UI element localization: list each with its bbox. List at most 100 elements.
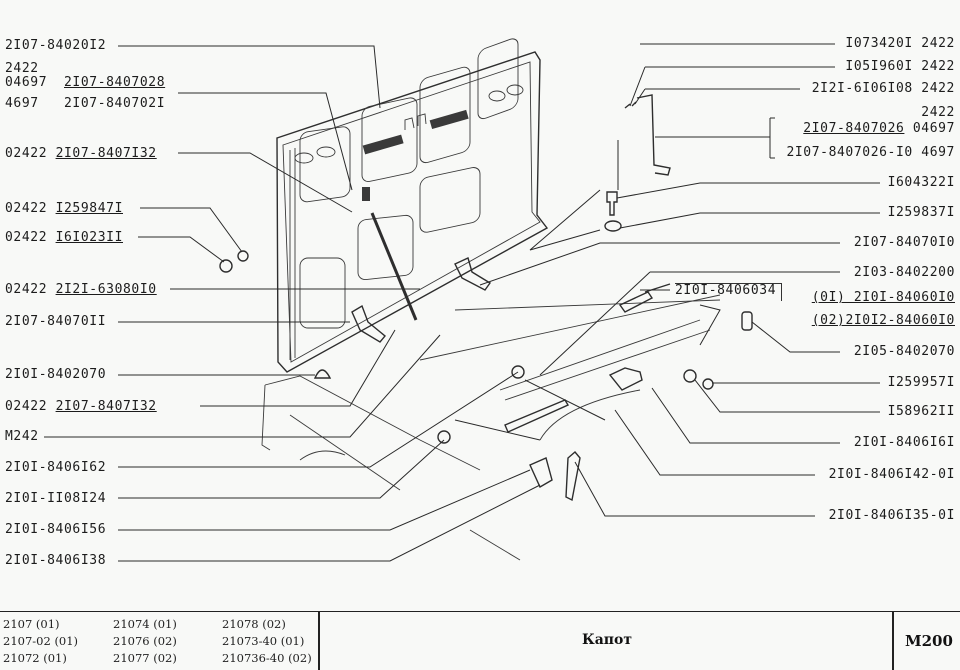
part-number-superseded: I6I023II (55, 230, 123, 245)
catalog-code: 2422 (5, 61, 39, 76)
part-label: 2I0I-8406I56 (5, 523, 106, 537)
latch-assembly (219, 250, 753, 502)
model-code: 21074 (01) (113, 617, 177, 631)
catalog-code: 02422 (5, 201, 48, 216)
part-number: 2I0I-8406I35-0I (828, 508, 955, 523)
model-code: 2107-02 (01) (3, 634, 79, 648)
catalog-code: 02422 (5, 230, 48, 245)
part-number: 2I05-8402070 (853, 344, 955, 359)
model-code: 210736-40 (02) (222, 651, 312, 665)
part-label: I259957I (888, 376, 955, 390)
catalog-code: 02422 (5, 399, 48, 414)
part-label: (02)2I0I2-84060I0 (812, 314, 955, 328)
part-label: 02422 2I2I-63080I0 (5, 283, 157, 297)
leader-lines-right (454, 43, 880, 517)
part-label: 2I07-84020I2 (5, 39, 106, 53)
part-label: 02422 I259847I (5, 202, 123, 216)
section-title: Капот (582, 632, 633, 648)
part-label: 2I05-8402070 (854, 345, 955, 359)
part-number: 2I0I-8406I56 (5, 522, 107, 537)
part-number-superseded: 2I07-8407028 (64, 75, 166, 90)
part-label: I259837I (888, 206, 955, 220)
footer-divider (318, 612, 320, 670)
prop-rod (624, 94, 671, 176)
part-number-superseded: 2I07-8407I32 (55, 146, 157, 161)
part-number: 2I0I-8406034 (675, 283, 777, 298)
part-label: 2I07-8407026 04697 (803, 122, 955, 136)
part-label: 04697 2I07-8407028 (5, 76, 165, 90)
part-number: (02)2I0I2-84060I0 (811, 313, 955, 328)
footer-divider (892, 612, 894, 670)
model-code: 21078 (02) (222, 617, 286, 631)
part-label: 02422 2I07-8407I32 (5, 400, 157, 414)
part-label: 2I07-84070I0 (854, 236, 955, 250)
part-number: 2I03-8402200 (853, 265, 955, 280)
part-label: 2I0I-8406I38 (5, 554, 106, 568)
model-code: 21076 (02) (113, 634, 177, 648)
part-label: 2422 (5, 62, 39, 76)
leader-lines-left (44, 45, 541, 562)
part-label: 2I07-8407026-I0 4697 (786, 146, 955, 160)
part-number: I259837I (887, 205, 955, 220)
part-label: 02422 2I07-8407I32 (5, 147, 157, 161)
part-label: I05I960I 2422 (845, 60, 955, 74)
hood-exploded-diagram (44, 38, 880, 562)
catalog-code: 2422 (921, 105, 955, 120)
part-label: 2I07-84070II (5, 315, 106, 329)
part-label: 2I0I-8406I62 (5, 461, 106, 475)
part-label: 2I0I-8406I42-0I (829, 468, 955, 482)
part-number: (0I) 2I0I-84060I0 (811, 290, 955, 305)
catalog-code: 02422 (5, 282, 48, 297)
part-label: (0I) 2I0I-84060I0 (812, 291, 955, 305)
part-label: 2422 (921, 106, 955, 120)
part-label: 02422 I6I023II (5, 231, 123, 245)
part-number: M242 (5, 429, 39, 444)
part-label: 4697 2I07-840702I (5, 97, 165, 111)
section-code: M200 (905, 632, 953, 650)
catalog-code: 2422 (921, 36, 955, 51)
catalog-footer: 2107 (01) 21074 (01) 21078 (02) 2107-02 … (0, 611, 960, 670)
part-number: 2I0I-II08I24 (5, 491, 107, 506)
part-number: 2I07-8407026-I0 (786, 145, 913, 160)
part-number: 2I0I-8406I38 (5, 553, 107, 568)
part-number: 2I07-84070II (5, 314, 107, 329)
catalog-code: 02422 (5, 146, 48, 161)
gas-strut (362, 187, 418, 321)
part-label-boxed: 2I0I-8406034 (675, 283, 783, 301)
part-number: 2I0I-8406I62 (5, 460, 107, 475)
part-number: I604322I (887, 175, 955, 190)
part-number: 2I0I-8406I42-0I (828, 467, 955, 482)
part-label: 2I0I-II08I24 (5, 492, 106, 506)
model-code: 21077 (02) (113, 651, 177, 665)
part-number: 2I07-84070I0 (853, 235, 955, 250)
catalog-code: 4697 (5, 96, 39, 111)
part-number: 2I2I-6I06I08 (811, 81, 913, 96)
part-label: I604322I (888, 176, 955, 190)
model-code: 21073-40 (01) (222, 634, 305, 648)
part-label: 2I0I-8402070 (5, 368, 106, 382)
part-number-superseded: 2I07-8407026 (803, 121, 905, 136)
part-label: M242 (5, 430, 39, 444)
bolt-washer (604, 191, 622, 232)
part-number-superseded: 2I2I-63080I0 (55, 282, 157, 297)
model-code: 2107 (01) (3, 617, 60, 631)
part-number: I073420I (845, 36, 913, 51)
catalog-code: 2422 (921, 81, 955, 96)
part-number: 2I07-84020I2 (5, 38, 107, 53)
part-number: I259957I (887, 375, 955, 390)
part-number: I05I960I (845, 59, 913, 74)
part-number: I58962II (887, 404, 955, 419)
catalog-code: 04697 (912, 121, 955, 136)
part-label: 2I2I-6I06I08 2422 (812, 82, 955, 96)
catalog-code: 04697 (5, 75, 48, 90)
model-code: 21072 (01) (3, 651, 67, 665)
part-number-superseded: 2I07-8407I32 (55, 399, 157, 414)
part-label: 2I0I-8406I6I (854, 436, 955, 450)
part-label: 2I0I-8406I35-0I (829, 509, 955, 523)
hood-panel (276, 38, 549, 373)
part-number: 2I0I-8402070 (5, 367, 107, 382)
part-number: 2I0I-8406I6I (853, 435, 955, 450)
part-label: I073420I 2422 (845, 37, 955, 51)
part-label: I58962II (888, 405, 955, 419)
part-number-superseded: I259847I (55, 201, 123, 216)
